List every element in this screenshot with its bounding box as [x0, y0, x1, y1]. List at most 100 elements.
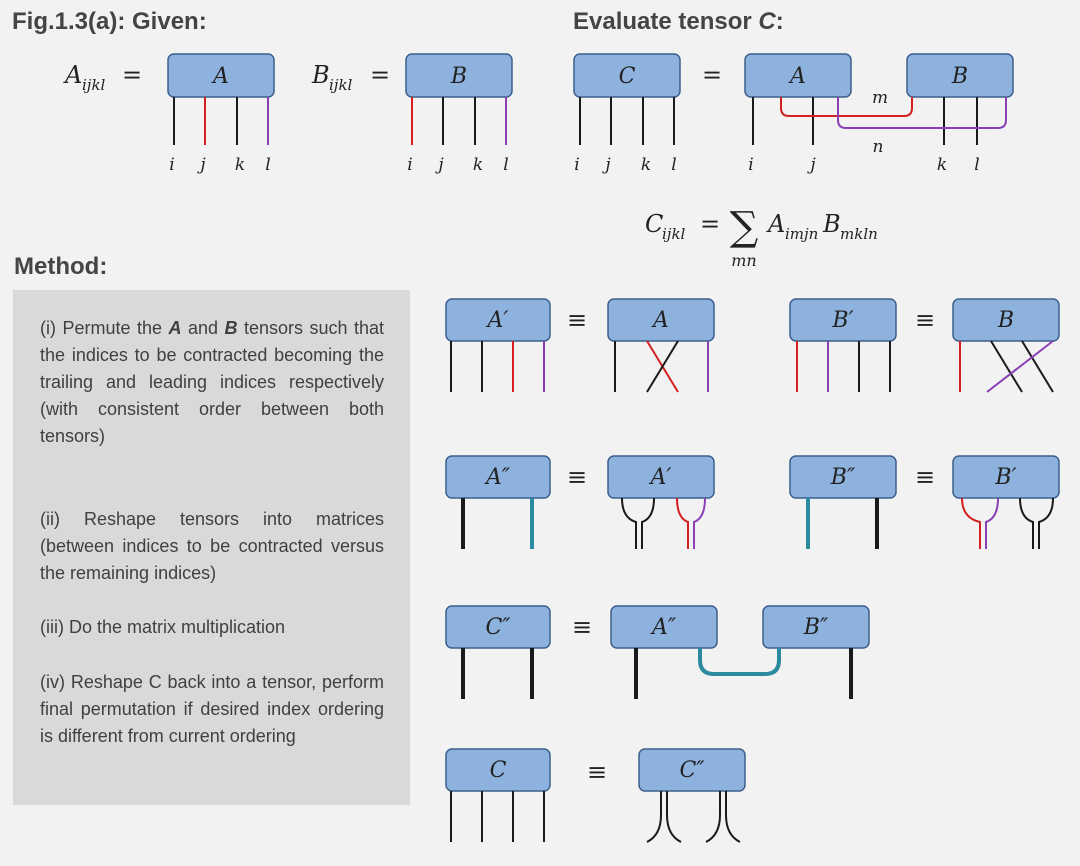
equiv-r2-b: ≡ [915, 463, 935, 491]
tensor-box-b-prime-r2 [952, 455, 1060, 499]
tensor-label-b-prime-r2: B′ [994, 465, 1016, 490]
contraction-mn-fused [698, 648, 781, 676]
formula-b-subscript: mkln [840, 225, 878, 243]
equiv-r3: ≡ [572, 613, 592, 641]
tensor-label-a-prime-r2: A′ [649, 465, 672, 490]
tensor-label-a-prime-r1: A′ [486, 308, 509, 333]
index-c-k: k [641, 155, 651, 175]
index-eval-k: k [937, 155, 947, 175]
tensor-box-a-r1 [607, 298, 715, 342]
contraction-n [837, 97, 1007, 129]
contraction-label-n: n [873, 137, 884, 157]
evaluate-title-suffix: : [775, 8, 784, 35]
method-step-1: (i) Permute the A and B tensors such tha… [40, 315, 384, 450]
leg-b-r1-2 [990, 340, 1023, 393]
tensor-label-c-dprime-r3: C″ [485, 615, 511, 640]
tensor-label-a-given: A [211, 64, 229, 89]
tensor-box-b-dprime-r3 [762, 605, 870, 649]
formula-b: B [822, 210, 841, 238]
tensor-box-c-eval [573, 53, 681, 98]
tensor-label-a-eval: A [788, 64, 806, 89]
equiv-r4: ≡ [587, 758, 607, 786]
b-lhs-equals: = [370, 61, 390, 89]
formula-equals: = [700, 210, 720, 238]
leg-ap-r2-2 [641, 497, 655, 549]
tensor-box-b-dprime-r2 [789, 455, 897, 499]
tensor-label-b-given: B [450, 64, 467, 89]
index-b-i: i [407, 155, 412, 175]
formula-a-subscript: imjn [785, 225, 818, 243]
index-c-j: j [601, 155, 611, 175]
tensor-box-b-given [405, 53, 513, 98]
leg-bp-r2-3 [1019, 497, 1034, 549]
leg-a-r1-3 [646, 340, 679, 393]
tensor-label-a-r1: A [651, 308, 669, 333]
tensor-box-c-r4 [445, 748, 551, 792]
leg-cdd-r4-1 [646, 791, 662, 843]
leg-cdd-r4-2 [666, 791, 682, 843]
step1-pre: (i) Permute the [40, 318, 169, 338]
tensor-box-c-dprime-r3 [445, 605, 551, 649]
tensor-box-b-prime-r1 [789, 298, 897, 342]
equiv-r2-a: ≡ [567, 463, 587, 491]
tensor-label-a-dprime-r3: A″ [650, 615, 677, 640]
formula-a: A [766, 210, 785, 238]
equiv-r1-a: ≡ [567, 306, 587, 334]
index-b-l: l [503, 155, 508, 175]
leg-bp-r2-4 [1038, 497, 1054, 549]
formula-lhs-subscript: ijkl [662, 225, 686, 243]
leg-bp-r2-2 [985, 497, 999, 549]
tensor-box-a-prime-r2 [607, 455, 715, 499]
index-c-i: i [574, 155, 579, 175]
leg-ap-r2-1 [621, 497, 637, 549]
tensor-label-b-dprime-r2: B″ [830, 465, 856, 490]
index-eval-l: l [974, 155, 979, 175]
tensor-label-c-r4: C [490, 758, 507, 783]
leg-cdd-r4-3 [705, 791, 721, 843]
method-step-2: (ii) Reshape tensors into matrices (betw… [40, 509, 384, 583]
method-panel [13, 290, 410, 805]
step1-a: A [168, 318, 182, 338]
leg-bp-r2-1 [961, 497, 981, 549]
step1-b: B [224, 318, 238, 338]
b-lhs-subscript: ijkl [329, 76, 353, 94]
evaluate-title-tensor: C [758, 8, 776, 35]
index-b-j: j [434, 155, 444, 175]
method-step-3: (iii) Do the matrix multiplication [40, 617, 286, 637]
b-lhs-symbol: B [311, 61, 330, 89]
tensor-box-c-dprime-r4 [638, 748, 746, 792]
tensor-label-c-eval: C [619, 64, 636, 89]
sum-symbol: ∑ [730, 204, 759, 250]
evaluate-title: Evaluate tensor C: [573, 8, 784, 36]
figure-title: Fig.1.3(a): Given: [12, 8, 207, 35]
index-eval-i: i [748, 155, 753, 175]
index-eval-j: j [806, 155, 816, 175]
index-a-l: l [265, 155, 270, 175]
formula-lhs: C [645, 210, 663, 238]
tensor-label-a-dprime-r2: A″ [484, 465, 511, 490]
leg-b-r1-4 [986, 340, 1054, 393]
contraction-m [780, 97, 913, 117]
eval-equals: = [702, 61, 722, 89]
method-step-4: (iv) Reshape C back into a tensor, perfo… [40, 672, 384, 746]
tensor-label-b-dprime-r3: B″ [803, 615, 829, 640]
index-a-k: k [235, 155, 245, 175]
tensor-label-b-r1: B [997, 308, 1014, 333]
tensor-label-b-eval: B [951, 64, 968, 89]
evaluate-title-prefix: Evaluate tensor [573, 8, 759, 35]
tensor-box-a-eval [744, 53, 852, 98]
leg-cdd-r4-4 [725, 791, 741, 843]
tensor-box-a-given [167, 53, 275, 98]
leg-ap-r2-3 [676, 497, 689, 549]
index-c-l: l [671, 155, 676, 175]
equiv-r1-b: ≡ [915, 306, 935, 334]
a-lhs-equals: = [122, 61, 142, 89]
contraction-label-m: m [872, 88, 888, 108]
tensor-box-a-dprime-r2 [445, 455, 551, 499]
a-lhs-subscript: ijkl [82, 76, 106, 94]
tensor-box-a-dprime-r3 [610, 605, 718, 649]
index-a-i: i [169, 155, 174, 175]
leg-b-r1-3 [1021, 340, 1054, 393]
step1-post: tensors such that the indices to be cont… [40, 318, 384, 446]
